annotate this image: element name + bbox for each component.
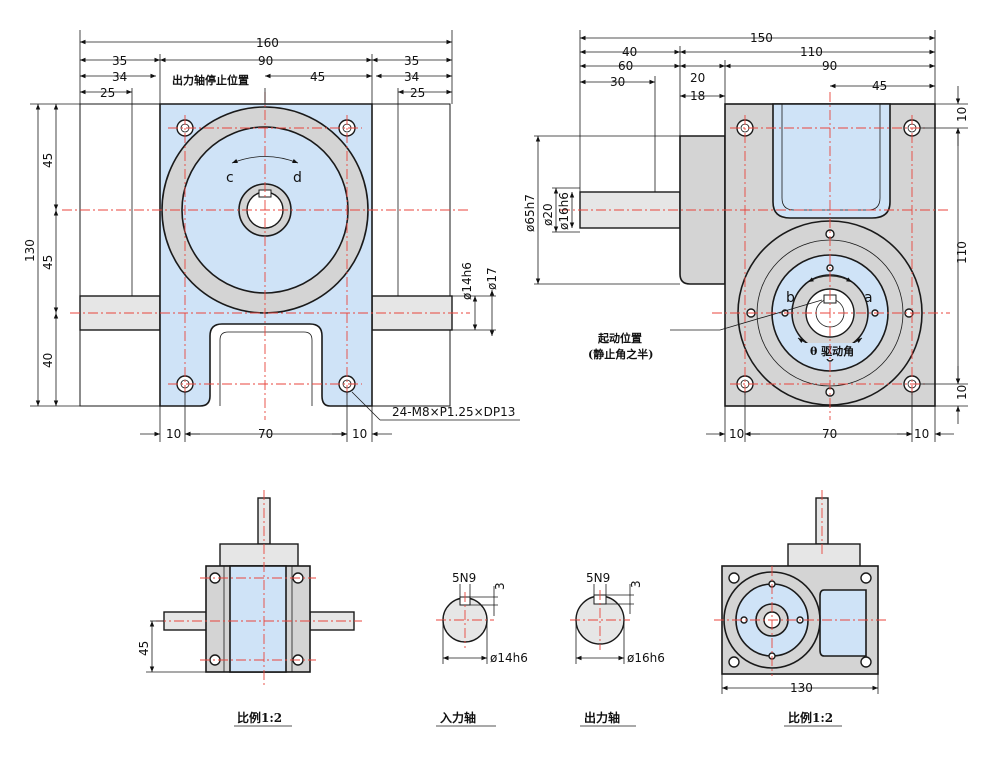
input-shaft-caption: 入力轴 xyxy=(440,710,476,725)
dim-10-right: 10 xyxy=(352,427,367,441)
dim-20: 20 xyxy=(690,71,705,85)
dim-45-top: 45 xyxy=(310,70,325,84)
dim-110: 110 xyxy=(800,45,823,59)
rot-label-c: c xyxy=(226,170,234,186)
dim-25-right: 25 xyxy=(410,86,425,100)
rot-label-a: a xyxy=(864,290,873,306)
side-top-window xyxy=(772,103,891,219)
dim-34-right: 34 xyxy=(404,70,419,84)
dim-35-left: 35 xyxy=(112,54,127,68)
dim-150: 150 xyxy=(750,31,773,45)
dim-18: 18 xyxy=(690,89,705,103)
dim-130: 130 xyxy=(23,239,37,262)
dim-10-top: 10 xyxy=(955,107,969,122)
side-top-dims: 150 40 110 60 20 90 30 18 45 xyxy=(579,30,936,192)
bottom-left-view: 45 比例1:2 xyxy=(137,490,362,727)
dim-phi17: ø17 xyxy=(485,267,499,290)
dim-phi20: ø20 xyxy=(541,203,555,226)
dim-70: 70 xyxy=(258,427,273,441)
dim-45-bl: 45 xyxy=(137,641,151,656)
dim-phi65h7: ø65h7 xyxy=(523,194,537,232)
dim-35-right: 35 xyxy=(404,54,419,68)
dim-45-upper: 45 xyxy=(41,153,55,168)
dim-10-br: 10 xyxy=(914,427,929,441)
rot-label-d: d xyxy=(293,170,302,186)
dim-60: 60 xyxy=(618,59,633,73)
front-view: c d 出力轴停止位置 160 90 35 xyxy=(23,30,520,442)
dim-25-left: 25 xyxy=(100,86,115,100)
rot-label-b: b xyxy=(786,290,795,306)
dim-40: 40 xyxy=(41,353,55,368)
start-position-subnote: (静止角之半) xyxy=(588,347,653,361)
output-shaft-section: 5N9 3 ø16h6 出力轴 xyxy=(570,571,665,727)
output-shaft-caption: 出力轴 xyxy=(584,710,620,725)
scale-caption-left: 比例1:2 xyxy=(237,710,282,725)
dim-45-lower: 45 xyxy=(41,255,55,270)
dim-10-bottom: 10 xyxy=(955,385,969,400)
bottom-right-view: 130 比例1:2 xyxy=(714,490,886,727)
side-bottom-dims: 10 70 10 xyxy=(706,392,954,442)
input-shaft-dia: ø14h6 xyxy=(490,651,528,665)
dim-45-side: 45 xyxy=(872,79,887,93)
dim-130-br: 130 xyxy=(790,681,813,695)
side-left-dims: ø65h7 ø20 ø16h6 xyxy=(523,135,680,285)
front-left-dims: 130 45 45 40 xyxy=(23,103,160,407)
side-boss xyxy=(679,135,726,285)
dim-40: 40 xyxy=(622,45,637,59)
dim-90: 90 xyxy=(258,54,273,68)
output-key-width: 5N9 xyxy=(586,571,610,585)
dim-phi16h6: ø16h6 xyxy=(557,192,571,230)
dim-10-bl: 10 xyxy=(729,427,744,441)
dim-90-side: 90 xyxy=(822,59,837,73)
side-view: b a θ 驱动角 起动位置 (静止角之半) 150 xyxy=(523,30,969,442)
output-key-depth: 3 xyxy=(629,580,643,588)
dim-10-left: 10 xyxy=(166,427,181,441)
hole-callout: 24-M8×P1.25×DP13 xyxy=(392,405,515,419)
dim-30: 30 xyxy=(610,75,625,89)
dim-34-left: 34 xyxy=(112,70,127,84)
drive-angle-label: θ 驱动角 xyxy=(810,344,854,358)
dim-phi14h6: ø14h6 xyxy=(460,262,474,300)
front-bottom-dims: 10 70 10 xyxy=(140,392,392,442)
dim-110-vertical: 110 xyxy=(955,241,969,264)
front-top-dims: 160 90 35 35 34 34 45 25 25 xyxy=(79,30,453,296)
input-key-width: 5N9 xyxy=(452,571,476,585)
dim-70-side: 70 xyxy=(822,427,837,441)
start-position-note: 起动位置 xyxy=(597,331,642,345)
stop-position-note: 出力轴停止位置 xyxy=(172,73,249,87)
front-shaft-dims: ø14h6 ø17 xyxy=(452,262,499,336)
scale-caption-right: 比例1:2 xyxy=(788,710,833,725)
dim-160: 160 xyxy=(256,36,279,50)
input-shaft-section: 5N9 3 ø14h6 入力轴 xyxy=(436,571,528,727)
output-shaft-dia: ø16h6 xyxy=(627,651,665,665)
input-key-depth: 3 xyxy=(493,582,507,590)
side-right-dims: 10 110 10 xyxy=(920,86,969,424)
